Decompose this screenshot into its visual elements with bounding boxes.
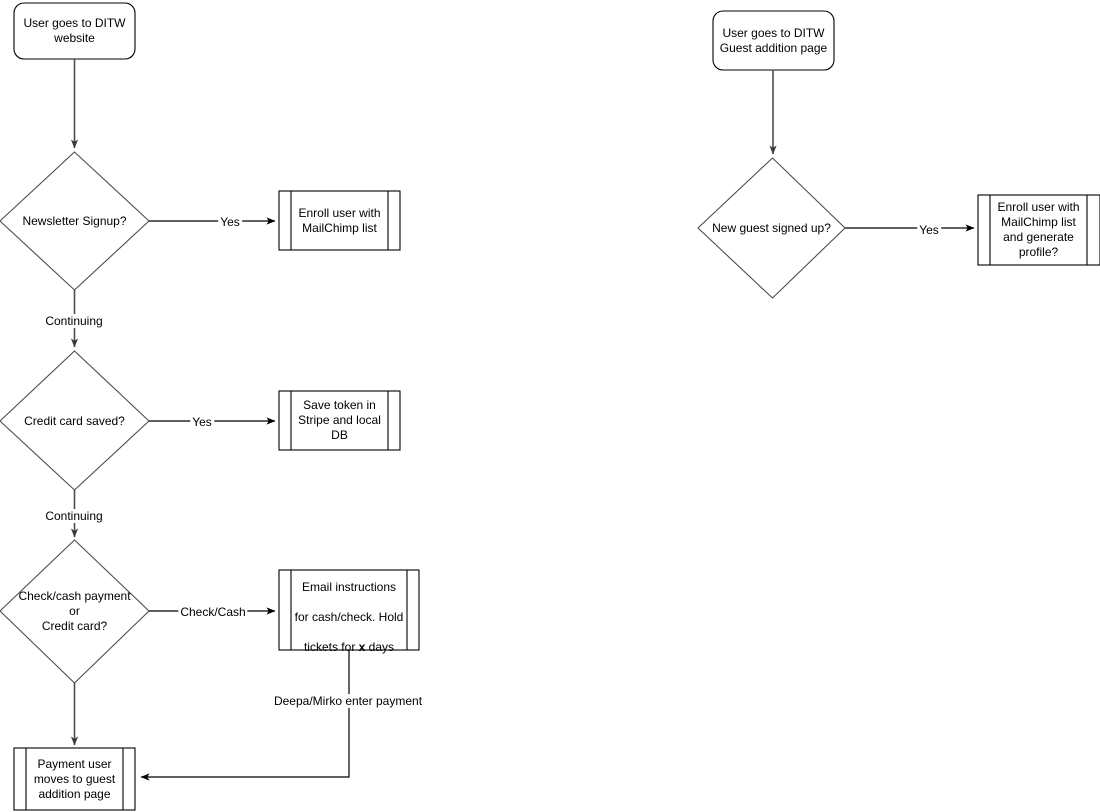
node-payment-user-moves-shape[interactable] (13, 747, 136, 811)
node-payment-type-decision-shape[interactable] (0, 539, 150, 684)
node-start-guest-page-shape[interactable] (712, 10, 835, 71)
edge-label-credit-card-continuing: Continuing (43, 509, 105, 523)
node-save-token-shape[interactable] (278, 390, 401, 451)
edge-label-newsletter-yes: Yes (218, 215, 242, 229)
node-credit-card-decision-shape[interactable] (0, 350, 150, 491)
node-enroll-mailchimp-profile-shape[interactable] (977, 194, 1100, 266)
node-enroll-mailchimp-shape[interactable] (278, 190, 401, 251)
node-email-instructions-shape[interactable] (278, 569, 420, 651)
edge-label-newsletter-continuing: Continuing (43, 314, 105, 328)
edge-label-payment-check-cash: Check/Cash (178, 605, 248, 619)
node-new-guest-decision-shape[interactable] (697, 157, 846, 299)
node-newsletter-decision-shape[interactable] (0, 151, 150, 291)
edge-label-new-guest-yes: Yes (917, 223, 941, 237)
edge-label-credit-card-yes: Yes (190, 415, 214, 429)
node-start-website-shape[interactable] (13, 2, 136, 60)
edge-label-deepa-mirko: Deepa/Mirko enter payment (271, 694, 425, 708)
edge-deepa-mirko (140, 650, 350, 781)
